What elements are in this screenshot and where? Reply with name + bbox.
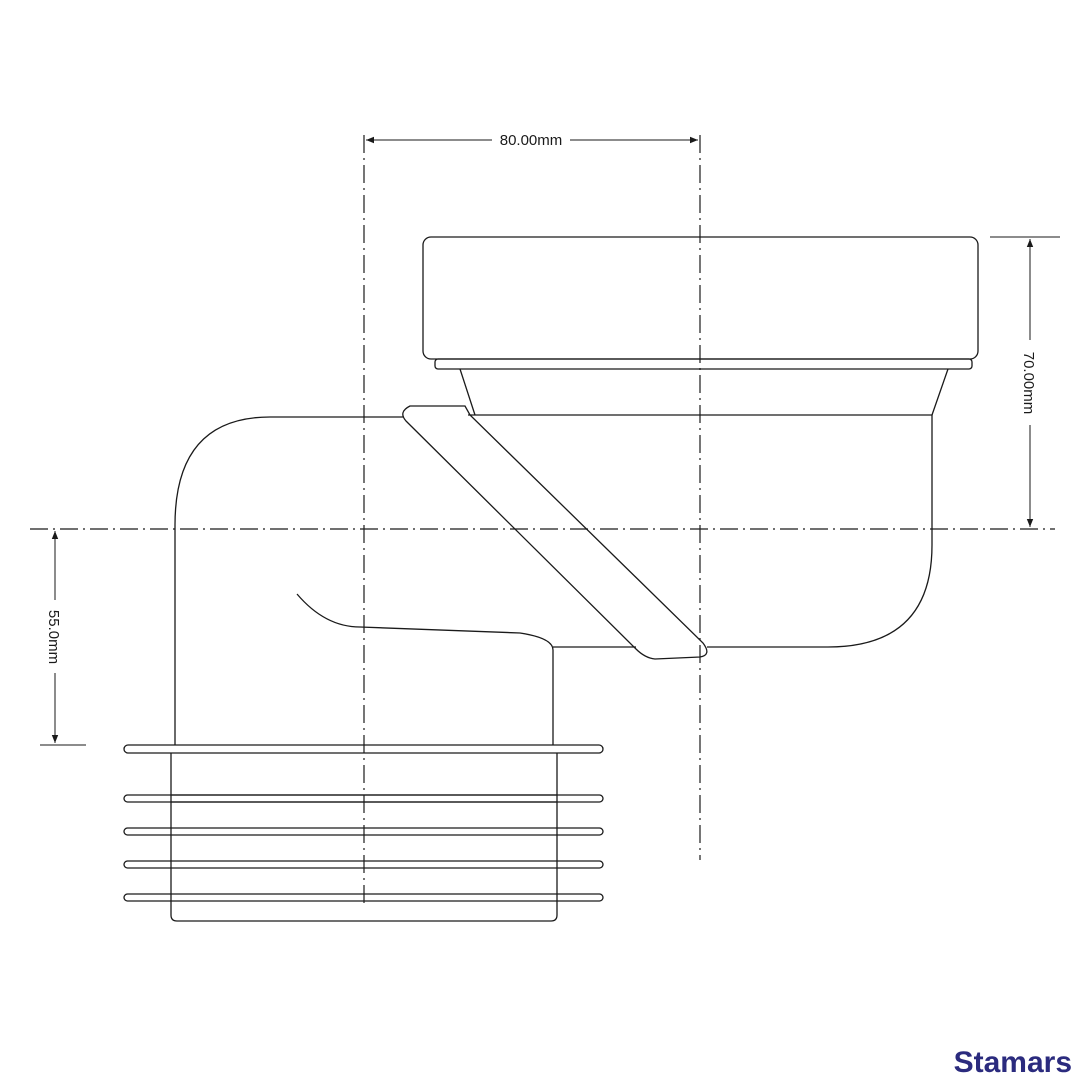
- dimension-label-80: 80.00mm: [500, 132, 563, 149]
- dimension-label-70: 70.00mm: [1020, 352, 1037, 415]
- sealing-fins: [123, 744, 604, 922]
- dimension-bottom-height: 55.0mm: [40, 531, 86, 746]
- dimension-top-height: 70.00mm: [990, 236, 1060, 527]
- stamars-logo: Stamars: [954, 1046, 1072, 1079]
- dimension-horizontal: 80.00mm: [366, 132, 698, 149]
- inner-curve: [296, 593, 554, 745]
- dimension-label-55: 55.0mm: [45, 610, 62, 664]
- taper-left: [459, 368, 476, 416]
- elbow-body: [174, 414, 933, 745]
- top-cap-lip: [434, 358, 973, 370]
- taper-right: [931, 368, 949, 416]
- seal-insert: [402, 405, 708, 660]
